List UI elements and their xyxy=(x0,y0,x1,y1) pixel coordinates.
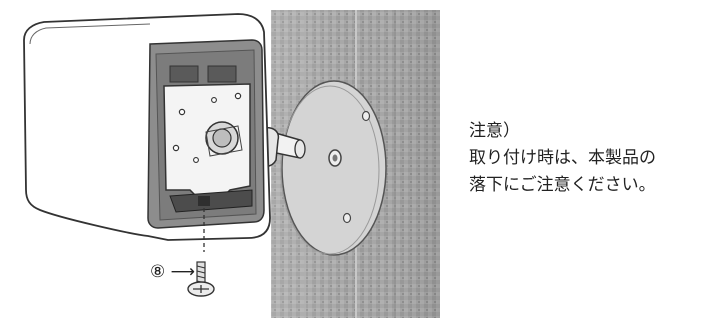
arrow-right-icon: ⟶ xyxy=(170,262,196,282)
screw-hole-icon xyxy=(361,110,371,122)
caution-line-1: 取り付け時は、本製品の xyxy=(469,148,656,168)
screw-hole-icon xyxy=(342,212,352,224)
caution-note: 注意） 取り付け時は、本製品の 落下にご注意ください。 xyxy=(469,118,705,199)
caution-line-2: 落下にご注意ください。 xyxy=(469,175,656,195)
wall-mount-plate xyxy=(280,80,387,256)
part-callout: ⑧ ⟶ xyxy=(150,262,195,282)
part-number-label: ⑧ xyxy=(150,262,166,282)
device-body xyxy=(23,13,271,241)
screw-icon xyxy=(187,261,215,297)
caution-heading: 注意） xyxy=(469,121,520,141)
